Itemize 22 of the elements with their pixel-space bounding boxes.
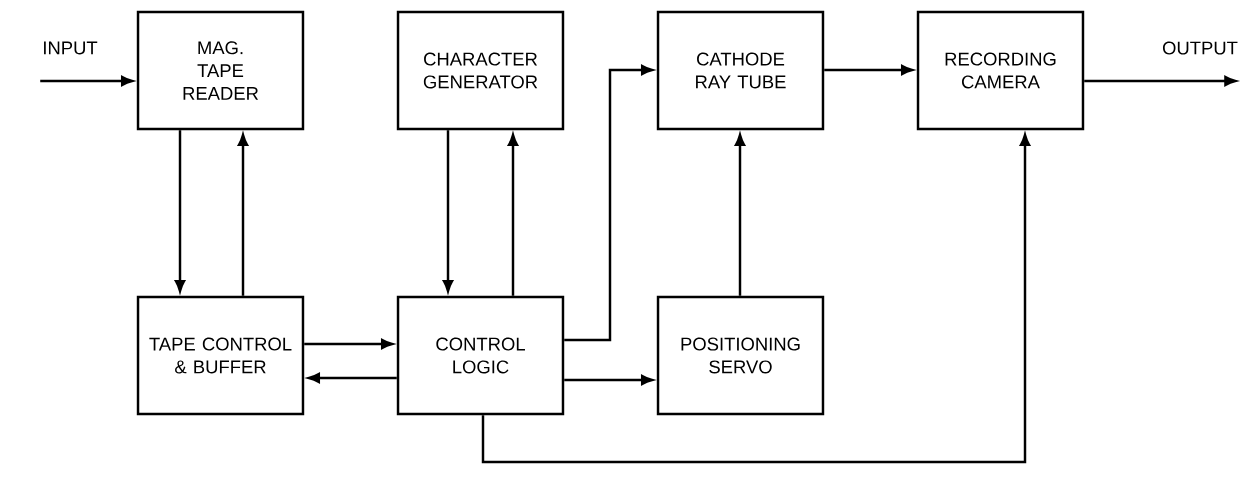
arrow [304,338,394,350]
process-box: CHARACTER GENERATOR [396,10,565,131]
arrow [40,75,134,87]
arrow [442,130,454,293]
process-box: TAPE CONTROL & BUFFER [136,295,305,416]
process-box: CONTROL LOGIC [396,295,565,416]
arrow [824,64,914,76]
process-box: RECORDING CAMERA [916,10,1085,131]
io-label: INPUT [44,41,98,55]
process-box: CATHODE RAY TUBE [656,10,825,131]
arrow [564,374,654,386]
arrow [237,133,249,296]
arrow [564,64,654,342]
process-box: MAG. TAPE READER [136,10,305,131]
process-box: POSITIONING SERVO [656,295,825,416]
arrow [174,130,186,293]
io-label: OUTPUT [1162,41,1238,55]
arrow [481,133,1031,464]
arrow [507,133,519,296]
arrow [734,133,746,296]
arrow [307,372,397,384]
arrow [1084,75,1237,87]
